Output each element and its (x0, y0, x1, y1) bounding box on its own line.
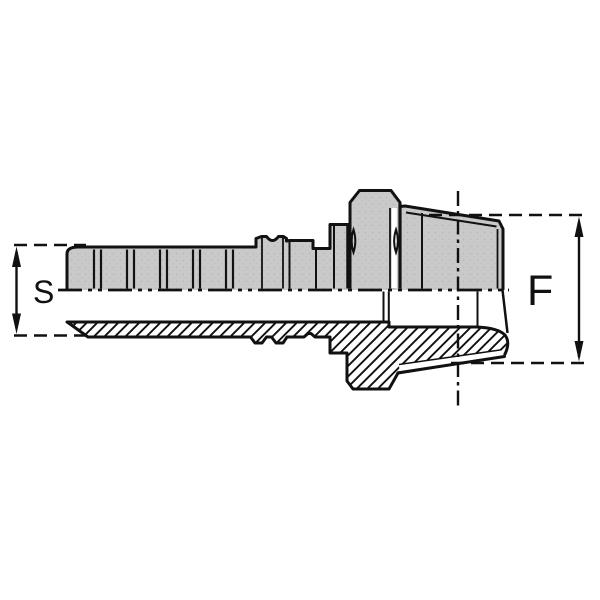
hex-chamfer-arc (350, 226, 357, 256)
threaded-stud (405, 211, 499, 289)
end-face-lower-line (501, 289, 509, 334)
stud-bottom-outline (396, 355, 506, 375)
fitting-lower-section (65, 289, 510, 391)
f-arrowhead-down (574, 341, 584, 362)
hex-chamfer-arc (393, 226, 399, 256)
s-arrowhead-up (12, 246, 21, 267)
crimp-collar (333, 226, 349, 289)
f-arrow (574, 216, 584, 362)
stud-bottom-chamfer-facet (399, 350, 504, 373)
f-dimension: F (429, 213, 587, 365)
s-arrowhead-down (12, 313, 21, 334)
f-arrowhead-up (574, 216, 584, 237)
hex-nut (348, 204, 402, 289)
upper-body-outline (65, 189, 505, 290)
stud-bottom-chamfer-line (398, 349, 501, 366)
s-dimension-label: S (33, 274, 54, 310)
f-dimension-label: F (527, 267, 553, 315)
s-dimension: S (12, 243, 92, 337)
s-arrow (12, 246, 21, 334)
section-wall-hatched (65, 320, 510, 391)
hose-barb-ribs (92, 238, 317, 289)
